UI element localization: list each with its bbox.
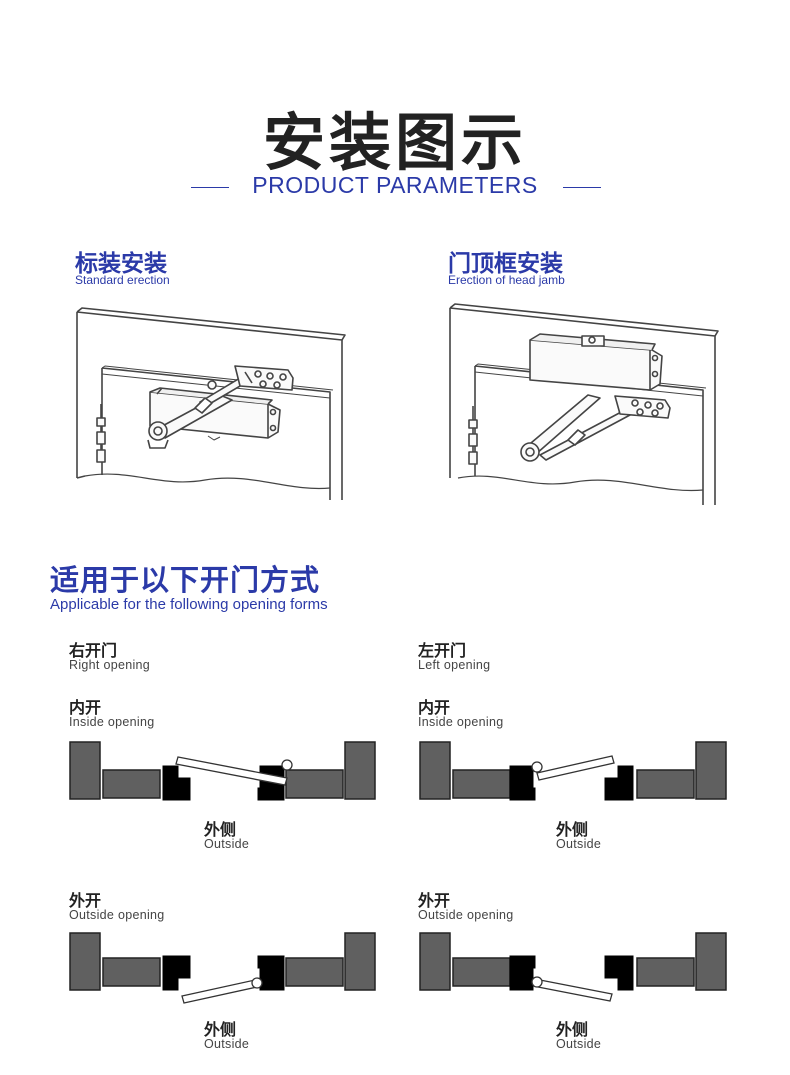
left-opening-title: 左开门 (418, 641, 467, 660)
diagram-left-outside (419, 932, 727, 1002)
outside-caption-4-en: Outside (556, 1037, 602, 1051)
outside-caption-2-en: Outside (556, 837, 602, 851)
outside-caption-1: 外侧 (204, 820, 237, 839)
standard-erection-subtitle: Standard erection (75, 273, 170, 287)
left-inside-title: 内开 (418, 698, 451, 717)
outside-caption-2: 外侧 (556, 820, 589, 839)
outside-caption-4: 外侧 (556, 1020, 589, 1039)
page-subtitle: PRODUCT PARAMETERS (252, 172, 538, 198)
outside-caption-3-en: Outside (204, 1037, 250, 1051)
right-inside-subtitle: Inside opening (69, 715, 155, 729)
opening-forms-title: 适用于以下开门方式 (50, 563, 321, 597)
opening-forms-subtitle: Applicable for the following opening for… (50, 596, 328, 613)
left-outside-open-title: 外开 (418, 891, 451, 910)
outside-caption-3: 外侧 (204, 1020, 237, 1039)
page-title: 安装图示 (262, 106, 527, 179)
subtitle-row: PRODUCT PARAMETERS (0, 172, 790, 202)
diagram-right-outside (69, 932, 376, 1004)
diagram-left-inside (419, 741, 727, 801)
head-jamb-subtitle: Erection of head jamb (448, 273, 565, 287)
right-outside-open-title: 外开 (69, 891, 102, 910)
standard-erection-title: 标装安装 (75, 251, 167, 277)
left-inside-subtitle: Inside opening (418, 715, 504, 729)
left-outside-open-subtitle: Outside opening (418, 908, 514, 922)
subtitle-line-left (191, 187, 229, 188)
subtitle-line-right (563, 187, 601, 188)
head-jamb-title: 门顶框安装 (448, 251, 563, 277)
right-outside-open-subtitle: Outside opening (69, 908, 165, 922)
left-opening-subtitle: Left opening (418, 658, 491, 672)
right-opening-subtitle: Right opening (69, 658, 151, 672)
right-inside-title: 内开 (69, 698, 102, 717)
diagram-right-inside (69, 741, 376, 801)
right-opening-title: 右开门 (69, 641, 118, 660)
outside-caption-1-en: Outside (204, 837, 250, 851)
